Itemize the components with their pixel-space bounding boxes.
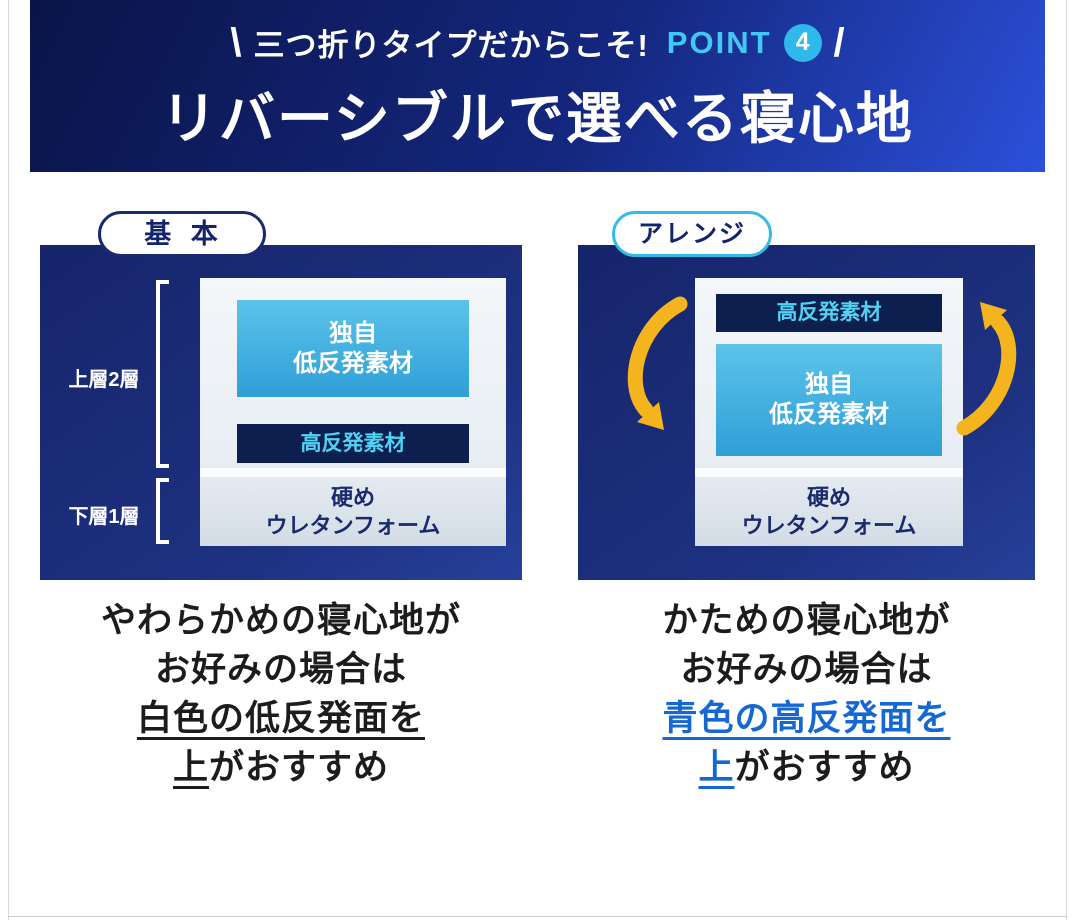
lower-layer-label: 下層1層: [68, 506, 140, 528]
upper-layer-label: 上層2層: [68, 369, 140, 391]
caption-line-3-emphasis: 白色の低反発面を: [136, 699, 425, 738]
caption-line-4-rest: がおすすめ: [209, 748, 390, 787]
lower-layer-bracket: [156, 478, 169, 544]
caption-line-4-emphasis: 上: [698, 748, 735, 787]
caption-line-1: かための寝心地が: [662, 601, 951, 640]
decor-slash-left-icon: \: [230, 20, 242, 65]
caption-line-1: やわらかめの寝心地が: [100, 601, 461, 640]
caption-line-4-rest: がおすすめ: [734, 748, 915, 787]
caption-line-4: 上がおすすめ: [578, 743, 1035, 792]
low-resilience-layer: 独自 低反発素材: [237, 300, 469, 397]
basic-caption: やわらかめの寝心地が お好みの場合は 白色の低反発面を 上がおすすめ: [40, 596, 522, 792]
high-resilience-layer: 高反発素材: [237, 424, 469, 463]
header-title: リバーシブルで選べる寝心地: [161, 87, 914, 150]
left-edge-line: [8, 0, 9, 920]
right-edge-line: [1066, 0, 1067, 920]
caption-line-4-emphasis: 上: [172, 748, 209, 787]
high-resilience-layer: 高反発素材: [716, 294, 942, 332]
point-number-badge: 4: [783, 23, 822, 62]
header-banner: \ 三つ折りタイプだからこそ! POINT 4 / リバーシブルで選べる寝心地: [30, 0, 1045, 172]
layer-seam: [695, 468, 963, 477]
caption-line-2: お好みの場合は: [154, 650, 407, 689]
header-tagline-row: \ 三つ折りタイプだからこそ! POINT 4 /: [30, 20, 1045, 65]
point-number: 4: [795, 28, 810, 56]
caption-line-3-emphasis: 青色の高反発面を: [662, 699, 951, 738]
arrange-caption: かための寝心地が お好みの場合は 青色の高反発面を 上がおすすめ: [578, 596, 1035, 792]
point-label: POINT: [666, 24, 772, 60]
urethane-layer: 硬め ウレタンフォーム: [200, 477, 506, 546]
basic-badge: 基 本: [98, 211, 266, 257]
urethane-layer: 硬め ウレタンフォーム: [695, 477, 963, 546]
arrange-badge: アレンジ: [612, 211, 772, 257]
flip-arrow-right-icon: [956, 302, 1017, 436]
basic-mattress-diagram: 独自 低反発素材 高反発素材 硬め ウレタンフォーム: [200, 278, 506, 546]
decor-slash-right-icon: /: [833, 20, 845, 65]
caption-line-2: お好みの場合は: [680, 650, 933, 689]
upper-layer-bracket: [156, 280, 169, 468]
low-resilience-layer: 独自 低反発素材: [716, 344, 942, 456]
bottom-edge-line: [8, 916, 1067, 917]
header-tagline: 三つ折りタイプだからこそ!: [253, 28, 649, 63]
arrange-mattress-diagram: 高反発素材 独自 低反発素材 硬め ウレタンフォーム: [695, 278, 963, 546]
flip-arrow-left-icon: [627, 296, 688, 430]
layer-seam: [200, 468, 506, 477]
caption-line-4: 上がおすすめ: [40, 743, 522, 792]
